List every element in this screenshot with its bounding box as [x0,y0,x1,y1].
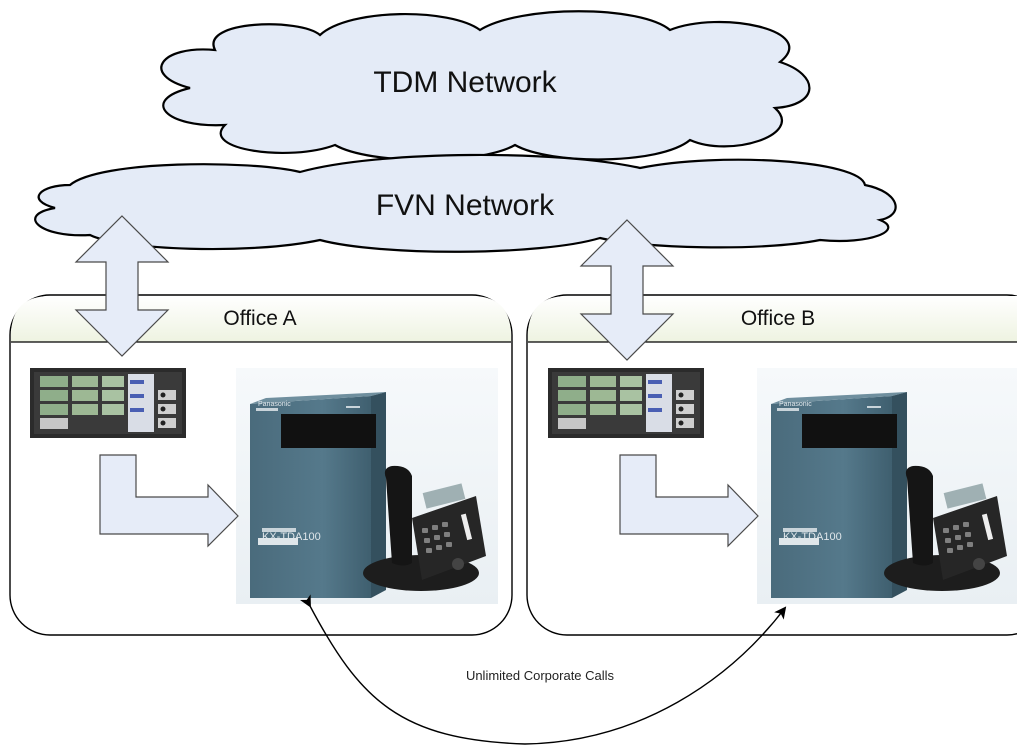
office-a-panel: Office A KX-TDA100 Panasonic [9,294,513,636]
office-a-label: Office A [223,307,296,330]
office-b-connection-arrow [619,454,759,548]
corporate-calls-caption: Unlimited Corporate Calls [466,668,615,683]
office-b-gateway-rack-icon [548,368,704,438]
tdm-network-label: TDM Network [373,66,557,99]
office-a-pbx-model: KX-TDA100 [262,531,321,543]
tdm-network-cloud: TDM Network [160,10,811,162]
fvn-network-label: FVN Network [376,189,555,222]
office-b-pbx-brand: Panasonic [779,401,812,408]
office-a-gateway-rack-icon [30,368,186,438]
office-b-network-double-arrow [579,219,675,361]
office-a-pbx-brand: Panasonic [258,401,291,408]
office-b-label: Office B [741,307,815,330]
office-b-panel: Office B KX-TDA100 Panasonic [526,294,1017,636]
corporate-calls-curve-arrow [300,594,787,745]
office-a-network-double-arrow [74,215,170,357]
office-a-connection-arrow [99,454,239,548]
office-b-pbx-model: KX-TDA100 [783,531,842,543]
fvn-network-cloud: FVN Network [34,153,897,253]
